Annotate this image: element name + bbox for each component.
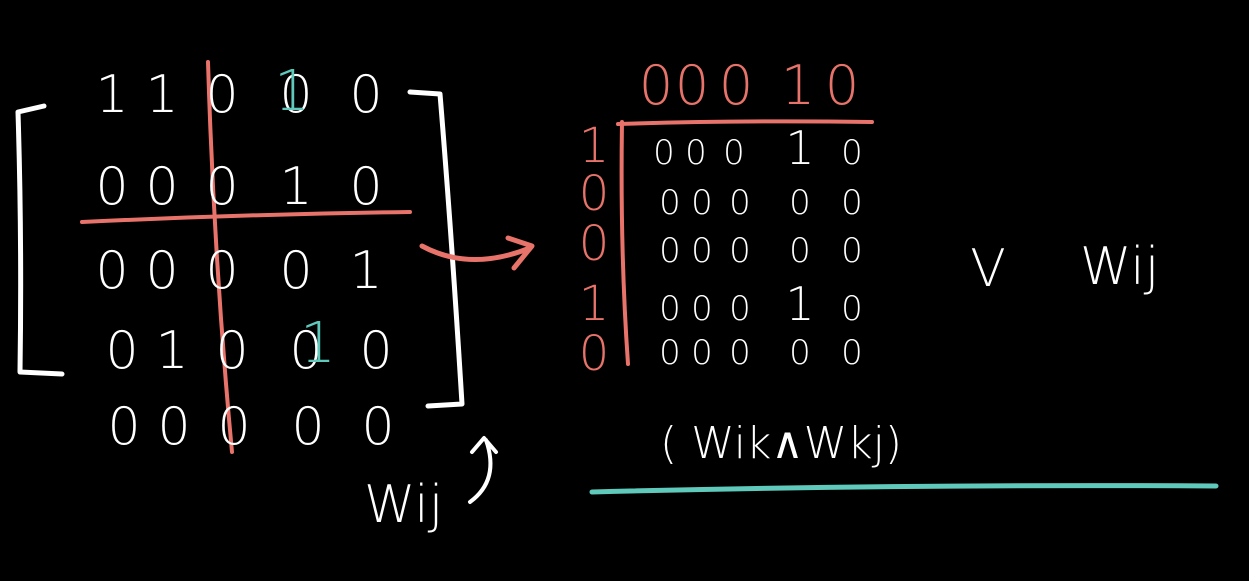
left-matrix-cell: 0 <box>215 321 248 381</box>
right-matrix-cell: 0 <box>841 183 863 223</box>
right-matrix-cell: 0 <box>729 289 751 329</box>
right-matrix-cell: 1 <box>785 277 814 331</box>
left-matrix-cell: 0 <box>145 157 178 217</box>
right-matrix-row-header-cell: 0 <box>579 166 610 222</box>
right-matrix-cell: 0 <box>789 333 811 373</box>
left-matrix-cell: 1 <box>155 321 188 381</box>
left-matrix-cell: 1 <box>95 65 128 125</box>
left-matrix-cell: 0 <box>145 241 178 301</box>
left-matrix-cell: 0 <box>289 321 322 381</box>
teal-underline <box>589 483 1219 495</box>
formula-wij: Wij <box>1080 237 1159 297</box>
left-matrix-cell: 0 <box>291 397 324 457</box>
formula-expression: ( Wik∧Wkj) <box>660 418 902 469</box>
right-matrix-cell: 0 <box>691 231 713 271</box>
right-matrix-cell: 0 <box>723 133 745 173</box>
right-matrix-cell: 0 <box>653 133 675 173</box>
left-matrix-cell: 0 <box>95 241 128 301</box>
left-matrix-close-bracket <box>407 89 465 409</box>
left-matrix-teal-overwrite: 1 <box>300 311 336 376</box>
left-matrix-cell: 0 <box>205 157 238 217</box>
left-matrix-cell: 0 <box>279 241 312 301</box>
or-operator: V <box>970 239 1006 299</box>
left-matrix-cell: 0 <box>95 157 128 217</box>
right-matrix-row-header-cell: 0 <box>579 216 610 272</box>
left-matrix-cell: 1 <box>145 65 178 125</box>
right-matrix-cell: 0 <box>659 289 681 329</box>
right-matrix-row-header-cell: 1 <box>579 276 610 332</box>
left-matrix-cell: 0 <box>107 397 140 457</box>
right-matrix-column-header-cell: 0 <box>719 54 753 117</box>
right-matrix-cell: 0 <box>841 133 863 173</box>
right-matrix-cell: 0 <box>841 231 863 271</box>
left-matrix-cell: 0 <box>205 65 238 125</box>
left-matrix-cell: 1 <box>279 157 312 217</box>
right-matrix-column-header-cell: 0 <box>825 54 859 117</box>
right-matrix-cell: 0 <box>729 231 751 271</box>
right-matrix-cell: 0 <box>659 183 681 223</box>
right-matrix-cell: 0 <box>691 333 713 373</box>
right-matrix-cell: 1 <box>785 121 814 175</box>
left-matrix-vertical-partition <box>206 60 234 454</box>
wij-label: Wij <box>364 475 443 535</box>
right-matrix-cell: 0 <box>789 231 811 271</box>
right-matrix-row-header-cell: 1 <box>579 118 610 174</box>
right-matrix-cell: 0 <box>789 183 811 223</box>
right-matrix-column-header-cell: 0 <box>639 54 673 117</box>
left-matrix-cell: 0 <box>349 157 382 217</box>
right-matrix-cell: 0 <box>685 133 707 173</box>
left-matrix-cell: 0 <box>157 397 190 457</box>
left-matrix-cell: 0 <box>279 65 312 125</box>
right-matrix-cell: 0 <box>691 183 713 223</box>
right-matrix-cell: 0 <box>841 333 863 373</box>
right-matrix-cell: 0 <box>659 231 681 271</box>
left-matrix-cell: 1 <box>349 241 382 301</box>
left-matrix-teal-overwrite: 1 <box>274 59 310 124</box>
left-matrix-cell: 0 <box>359 321 392 381</box>
right-matrix-column-header-cell: 1 <box>781 54 815 117</box>
right-matrix-top-rule <box>616 119 874 126</box>
left-matrix-cell: 0 <box>217 397 250 457</box>
right-matrix-column-header-cell: 0 <box>675 54 709 117</box>
right-matrix-cell: 0 <box>659 333 681 373</box>
left-matrix-cell: 0 <box>361 397 394 457</box>
left-matrix-open-bracket <box>15 103 65 377</box>
right-matrix-cell: 0 <box>841 289 863 329</box>
left-matrix-horizontal-partition <box>80 210 412 224</box>
left-matrix-cell: 0 <box>205 241 238 301</box>
right-matrix-cell: 0 <box>729 333 751 373</box>
up-arrow-icon <box>468 436 498 504</box>
left-matrix-cell: 0 <box>105 321 138 381</box>
right-matrix-cell: 0 <box>691 289 713 329</box>
right-matrix-left-rule <box>619 120 630 366</box>
right-matrix-cell: 0 <box>729 183 751 223</box>
red-arrow-icon <box>419 235 535 271</box>
right-matrix-row-header-cell: 0 <box>579 326 610 382</box>
left-matrix-cell: 0 <box>349 65 382 125</box>
